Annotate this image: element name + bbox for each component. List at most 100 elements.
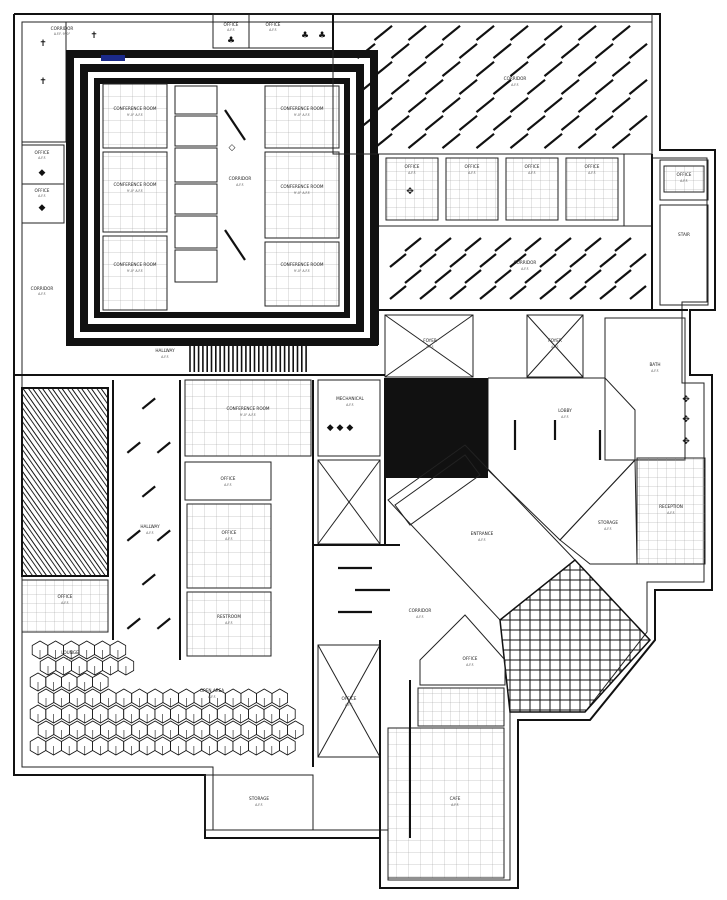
hatch-dash (441, 132, 461, 149)
svg-text:CORRIDOR: CORRIDOR (51, 26, 74, 31)
hatch-dash (611, 132, 631, 149)
svg-text:CONFERENCE ROOM: CONFERENCE ROOM (113, 182, 156, 187)
hatch-dash (126, 441, 141, 454)
hatch-dash (577, 60, 597, 77)
bath: BATH A.F.F. ✥ ✥ ✥ (604, 317, 690, 461)
hatch-dash (554, 237, 572, 252)
svg-text:OFFICE: OFFICE (465, 164, 480, 169)
hatch-dash (526, 114, 546, 131)
hatch-dash (526, 78, 546, 95)
svg-text:OFFICE: OFFICE (525, 164, 540, 169)
svg-text:A.F.F.: A.F.F. (66, 657, 74, 661)
hatch-dash (156, 441, 171, 454)
hatch-dash (594, 78, 614, 95)
svg-text:BATH: BATH (649, 362, 660, 367)
hatch-dash (543, 96, 563, 113)
hatch-dash (539, 285, 557, 300)
hatched-corridor-ne: CORRIDOR A.F.F. (332, 13, 653, 155)
svg-text:A.F.F.: A.F.F. (61, 601, 69, 605)
hatch-dash (464, 269, 482, 284)
hatch-dash (524, 237, 542, 252)
hatch-dash (509, 285, 527, 300)
light-fixture-icon: ◆ (39, 203, 46, 213)
hatch-dash (611, 24, 631, 41)
hatch-dash (424, 42, 444, 59)
svg-text:OFFICE: OFFICE (677, 172, 692, 177)
light-fixture-icon: ✥ (682, 437, 690, 447)
svg-text:A.F.F.: A.F.F. (227, 28, 235, 32)
hatch-dash (404, 237, 422, 252)
cross-symbol-icon: ✝ (90, 31, 98, 41)
svg-text:A.F.F.: A.F.F. (408, 171, 416, 175)
hatched-corridor-mid: CORRIDOR A.F.F. (377, 225, 653, 311)
hatch-dash (407, 132, 427, 149)
svg-text:A.F.F.: A.F.F. (561, 415, 569, 419)
svg-text:A.F.F.: A.F.F. (551, 345, 559, 349)
hatch-dash (419, 285, 437, 300)
cross-symbol-icon: ✝ (39, 77, 47, 87)
hatch-dash (449, 253, 467, 268)
svg-text:OFFICE: OFFICE (463, 656, 478, 661)
foyers: FOYER A.F.F. FOYER A.F.F. (384, 314, 584, 378)
light-fixture-icon: ✥ (682, 395, 690, 405)
svg-text:OFFICE: OFFICE (585, 164, 600, 169)
svg-text:CORRIDOR: CORRIDOR (229, 176, 252, 181)
hatch-dash (629, 285, 647, 300)
mech: MECHANICAL A.F.F. ◆ ◆ ◆ (317, 378, 488, 545)
interior-walls (14, 14, 688, 838)
svg-text:OFFICE: OFFICE (266, 22, 281, 27)
svg-text:LOBBY: LOBBY (558, 408, 572, 413)
elevator-core (385, 378, 488, 478)
hatch-dash (434, 269, 452, 284)
svg-text:OFFICE: OFFICE (405, 164, 420, 169)
hatch-dash (543, 132, 563, 149)
hatch-dash (569, 285, 587, 300)
svg-text:A.F.F.: A.F.F. (416, 615, 424, 619)
hatch-dash (492, 42, 512, 59)
cafe: CAFE A.F.F. (387, 687, 505, 879)
hatch-dash (389, 285, 407, 300)
svg-text:CONFERENCE ROOM: CONFERENCE ROOM (226, 406, 269, 411)
hatch-dash (390, 114, 410, 131)
svg-text:A.F.F.: A.F.F. (224, 483, 232, 487)
svg-text:A.F.F.: A.F.F. (269, 28, 277, 32)
hatch-dash (539, 253, 557, 268)
svg-text:CONFERENCE ROOM: CONFERENCE ROOM (113, 262, 156, 267)
svg-text:A.F.F.: A.F.F. (466, 663, 474, 667)
hatch-dash (441, 60, 461, 77)
svg-text:9'-0" A.F.F.: 9'-0" A.F.F. (294, 269, 310, 273)
hatch-dash (441, 96, 461, 113)
hatch-dash (577, 96, 597, 113)
hatch-dash (458, 42, 478, 59)
hatch-dash (424, 78, 444, 95)
svg-text:STORAGE: STORAGE (598, 520, 618, 525)
svg-text:CONFERENCE ROOM: CONFERENCE ROOM (113, 106, 156, 111)
hatch-dash (509, 96, 529, 113)
hatch-dash (479, 285, 497, 300)
svg-text:A.F.F.: A.F.F. (225, 621, 233, 625)
south-office: OFFICE A.F.F. (317, 644, 381, 758)
hatch-dash (594, 42, 614, 59)
hatch-dash (569, 253, 587, 268)
hatch-dash (458, 114, 478, 131)
svg-text:A.F.F.: A.F.F. (680, 179, 688, 183)
reception: RECEPTION A.F.F. (636, 457, 706, 565)
hatch-dash (407, 60, 427, 77)
hatch-dash (458, 78, 478, 95)
hatch-dash (509, 24, 529, 41)
svg-text:OFFICE: OFFICE (221, 476, 236, 481)
store: STORAGE A.F.F. (559, 458, 638, 565)
svg-text:A.F.F.: A.F.F. (225, 537, 233, 541)
svg-text:A.F.F.: A.F.F. (604, 527, 612, 531)
svg-text:MECHANICAL: MECHANICAL (336, 396, 364, 401)
svg-text:A.F.F.: A.F.F. (236, 183, 244, 187)
hatch-dash (577, 132, 597, 149)
hatch-dash (404, 269, 422, 284)
svg-text:A.F.F. 9'-0": A.F.F. 9'-0" (54, 32, 71, 36)
svg-text:LOUNGE: LOUNGE (61, 650, 79, 655)
hatch-dash (560, 114, 580, 131)
svg-text:OFFICE: OFFICE (222, 530, 237, 535)
hatch-dash (141, 397, 156, 410)
hex-lounge: LOUNGE A.F.F. OPEN AREA A.F.F. (29, 640, 304, 756)
light-fixture-icon: ♣ (227, 36, 235, 46)
